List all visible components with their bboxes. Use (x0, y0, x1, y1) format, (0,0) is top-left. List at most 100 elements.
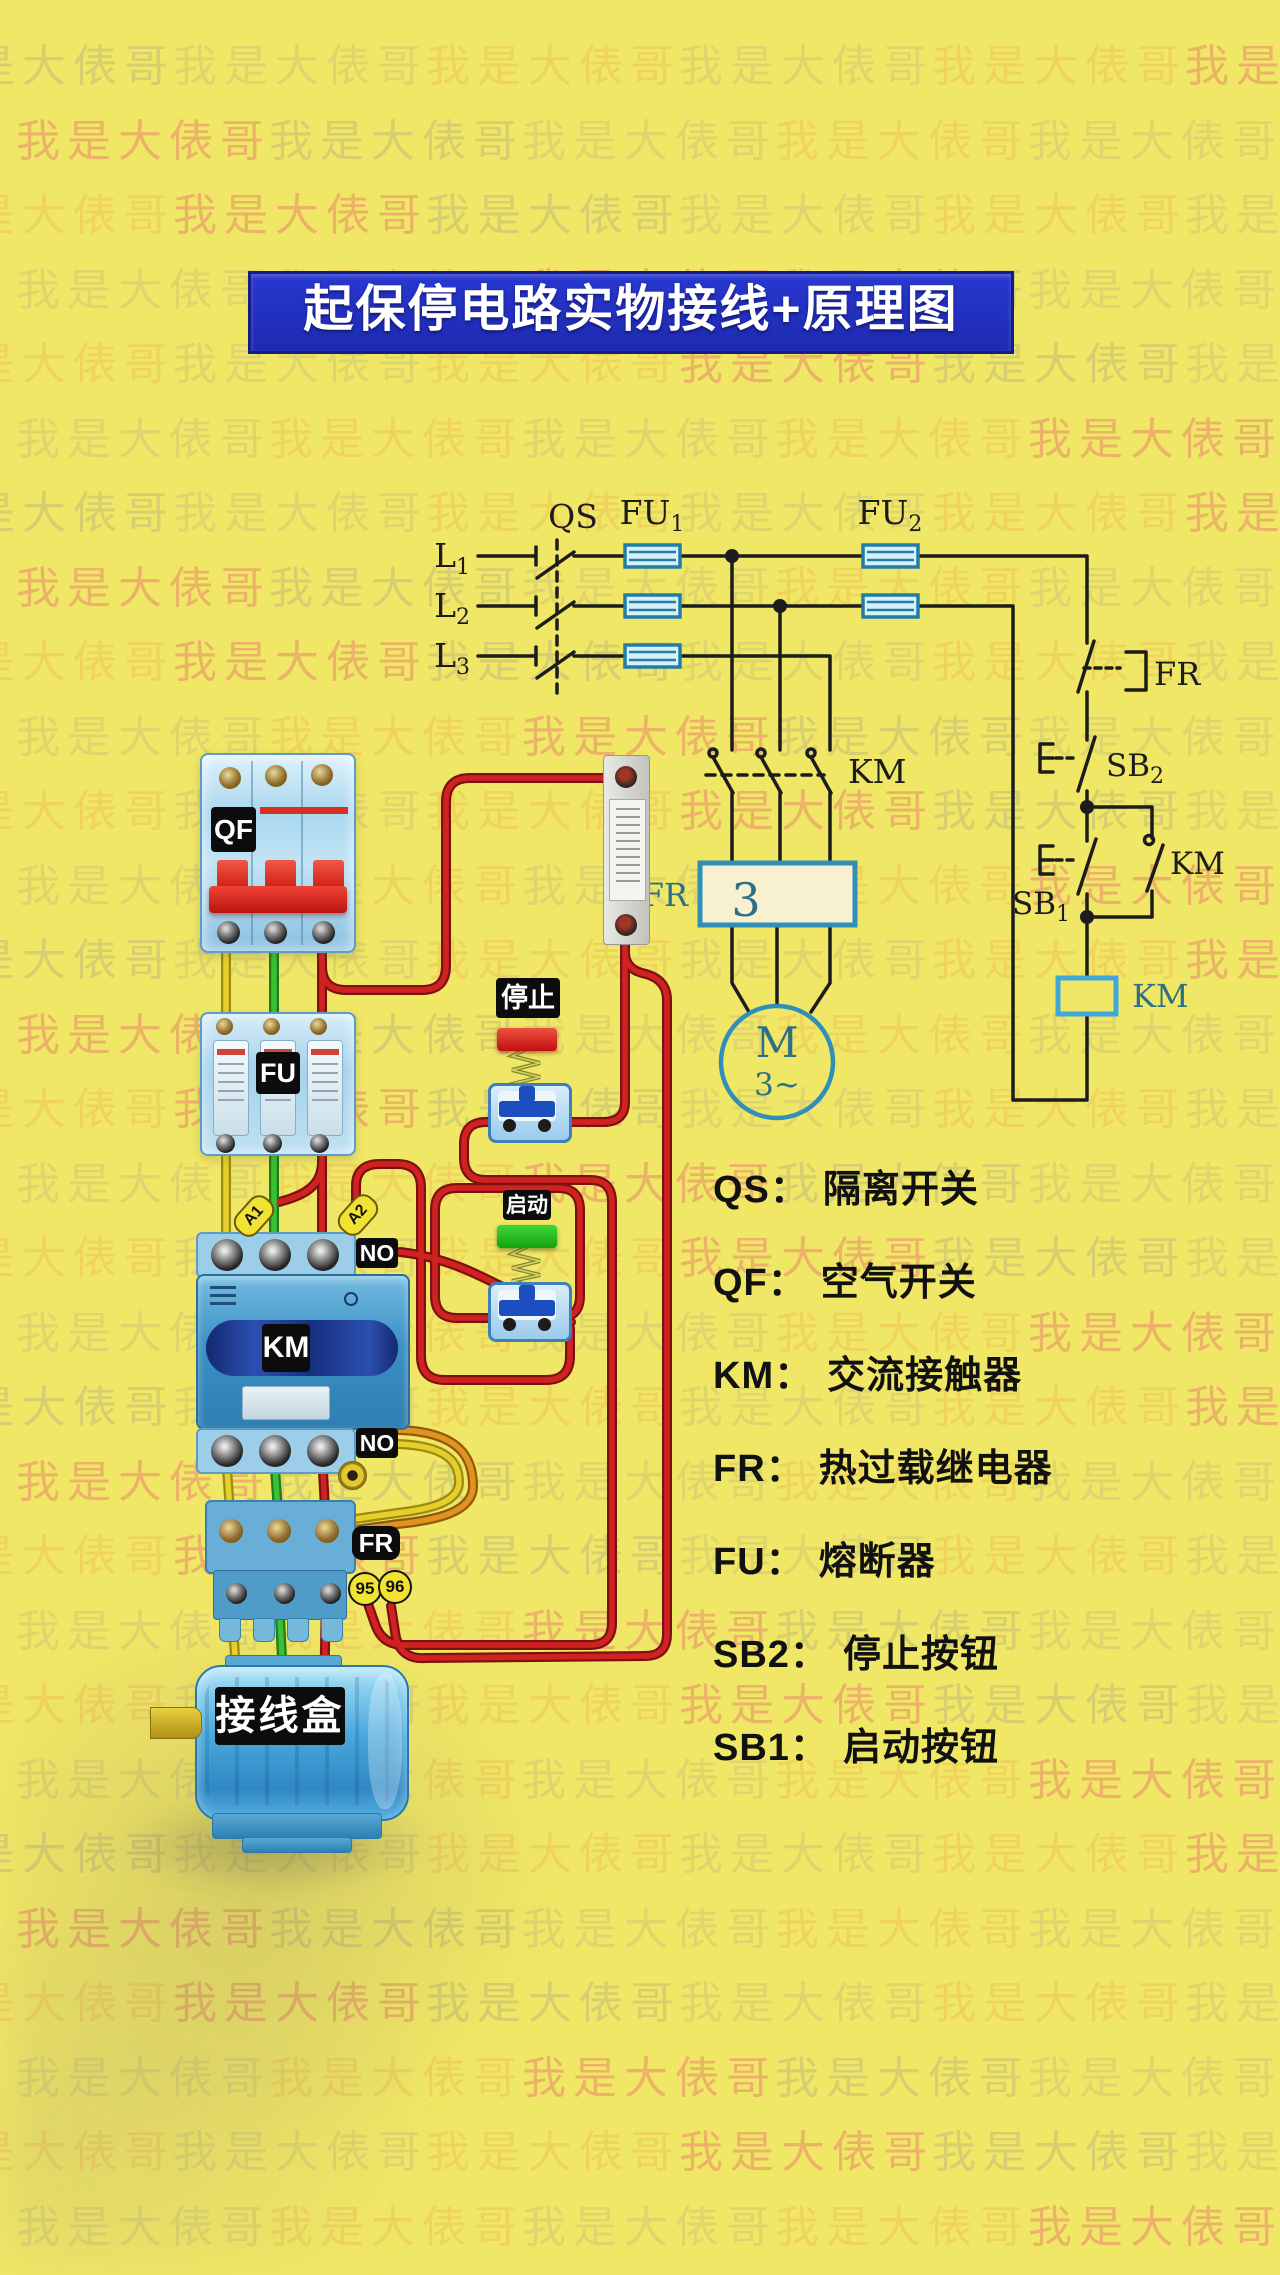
watermark-text: 我是大俵哥 (775, 563, 1030, 613)
legend-term: KM： (713, 1355, 814, 1397)
watermark-text: 我是大俵哥 (679, 2128, 934, 2177)
watermark-text: 我是大俵哥 (16, 2053, 271, 2103)
watermark-text: 我是大俵哥 (173, 489, 428, 538)
watermark-text: 我是大俵哥 (775, 712, 1030, 762)
terminal-screw (259, 1435, 291, 1467)
legend-row-sb2: SB2：停止按钮 (713, 1633, 1053, 1677)
fuse-holder-terminal-top (615, 766, 637, 788)
control-fuse-holder (603, 755, 650, 945)
button-plunger (519, 1285, 535, 1301)
watermark-text: 我是大俵哥 (932, 1085, 1187, 1134)
ring-terminal (338, 1461, 367, 1490)
watermark-text: 我是大俵哥 (932, 42, 1187, 91)
watermark-text: 我是大俵哥 (775, 1308, 1030, 1358)
watermark-text: 我是大俵哥 (679, 1532, 934, 1581)
watermark-text: 我是大俵哥 (932, 2128, 1187, 2177)
legend-row-qs: QS：隔离开关 (713, 1168, 1053, 1212)
watermark-text: 我是大俵哥 (1185, 1979, 1280, 2028)
contactor-top-terminals (196, 1232, 356, 1278)
watermark-text: 我是大俵哥 (1185, 787, 1280, 836)
thermal-relay-fr: FR 95 96 (205, 1500, 412, 1642)
watermark-text: 我是大俵哥 (932, 1383, 1187, 1432)
terminal-screw (264, 921, 287, 944)
watermark-text: 我是大俵哥 (0, 1979, 175, 2028)
fuse-cartridge (307, 1040, 343, 1136)
legend-name: 交流接触器 (827, 1355, 1023, 1397)
watermark-text: 我是大俵哥 (1028, 2202, 1280, 2252)
watermark-text: 我是大俵哥 (1028, 1308, 1280, 1358)
watermark-text: 我是大俵哥 (1185, 936, 1280, 985)
watermark-text: 我是大俵哥 (522, 712, 777, 762)
page-title: 起保停电路实物接线+原理图 (248, 271, 1014, 354)
watermark-text: 我是大俵哥 (1185, 1681, 1280, 1730)
breaker-handle-tab (217, 860, 248, 889)
terminal-screw (310, 1134, 329, 1153)
watermark-text: 我是大俵哥 (0, 1830, 175, 1879)
motor-base (242, 1837, 352, 1853)
watermark-text: 我是大俵哥 (173, 191, 428, 240)
start-button-base (488, 1282, 572, 1342)
button-terminal (538, 1119, 551, 1132)
watermark-text: 我是大俵哥 (932, 936, 1187, 985)
legend: QS：隔离开关 QF：空气开关 KM：交流接触器 FR：热过载继电器 FU：熔断… (713, 1168, 1053, 1819)
terminal-screw (216, 1018, 233, 1035)
watermark-text: 我是大俵哥 (0, 1085, 175, 1134)
watermark-text: 我是大俵哥 (1185, 340, 1280, 389)
button-terminal (503, 1318, 516, 1331)
watermark-text: 我是大俵哥 (0, 1383, 175, 1432)
watermark-text: 我是大俵哥 (679, 42, 934, 91)
watermark-text: 我是大俵哥 (426, 1532, 681, 1581)
relay-prong (287, 1618, 309, 1642)
watermark-text: 我是大俵哥 (16, 116, 271, 166)
watermark-text: 我是大俵哥 (522, 2053, 777, 2103)
terminal-screw (274, 1583, 295, 1604)
watermark-text: 我是大俵哥 (173, 2128, 428, 2177)
stop-button-cap (497, 1028, 557, 1051)
breaker-handle-tab (313, 860, 344, 889)
watermark-text: 我是大俵哥 (16, 414, 271, 464)
legend-term: FU： (713, 1541, 805, 1583)
terminal-screw (265, 765, 287, 787)
watermark-text: 我是大俵哥 (522, 116, 777, 166)
watermark-text: 我是大俵哥 (679, 1830, 934, 1879)
watermark-text: 我是大俵哥 (932, 1830, 1187, 1879)
watermark-text: 我是大俵哥 (0, 1234, 175, 1283)
terminal-screw (226, 1583, 247, 1604)
contactor-label: KM (262, 1324, 310, 1372)
watermark-text: 我是大俵哥 (0, 1681, 175, 1730)
relay-terminal-96: 96 (378, 1570, 412, 1604)
start-button-cap (497, 1225, 557, 1248)
terminal-screw (315, 1519, 339, 1543)
terminal-screw (311, 764, 333, 786)
start-button-label: 启动 (503, 1190, 551, 1220)
watermark-text: 我是大俵哥 (775, 861, 1030, 911)
watermark-text: 我是大俵哥 (775, 1606, 1030, 1656)
breaker-qf: QF (200, 753, 356, 953)
watermark-text: 我是大俵哥 (775, 1159, 1030, 1209)
watermark-text: 我是大俵哥 (426, 1681, 681, 1730)
watermark-text: 我是大俵哥 (16, 1904, 271, 1954)
relay-prong (219, 1618, 241, 1642)
watermark-text: 我是大俵哥 (1185, 1234, 1280, 1283)
legend-row-km: KM： 交流接触器 (713, 1354, 1053, 1398)
terminal-screw (211, 1239, 243, 1271)
terminal-screw (211, 1435, 243, 1467)
terminal-screw (259, 1239, 291, 1271)
watermark-text: 我是大俵哥 (0, 340, 175, 389)
legend-name: 熔断器 (818, 1541, 936, 1583)
watermark-text: 我是大俵哥 (775, 2053, 1030, 2103)
watermark-text: 我是大俵哥 (0, 42, 175, 91)
watermark-text: 我是大俵哥 (1028, 414, 1280, 464)
fuse-cartridge (213, 1040, 249, 1136)
legend-name: 停止按钮 (842, 1634, 999, 1676)
watermark-text: 我是大俵哥 (1028, 1159, 1280, 1209)
relay-lower (213, 1570, 347, 1620)
watermark-text: 我是大俵哥 (269, 2053, 524, 2103)
watermark-text: 我是大俵哥 (932, 787, 1187, 836)
terminal-screw (310, 1018, 327, 1035)
watermark-text: 我是大俵哥 (775, 414, 1030, 464)
watermark-text: 我是大俵哥 (426, 489, 681, 538)
watermark-text: 我是大俵哥 (775, 1010, 1030, 1060)
watermark-text: 我是大俵哥 (1028, 2053, 1280, 2103)
pole-divider (251, 761, 253, 945)
